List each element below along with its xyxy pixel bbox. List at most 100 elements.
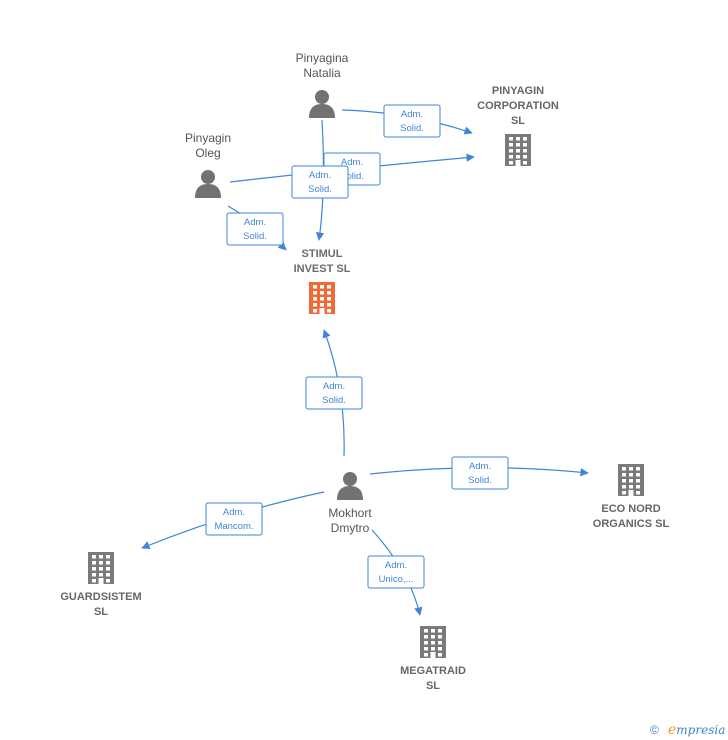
building-window bbox=[629, 467, 633, 471]
building-window bbox=[438, 641, 442, 645]
brand-name: mpresia bbox=[676, 723, 725, 737]
edge-label-mokhort-to-stimul[interactable]: Adm. Solid. bbox=[305, 376, 363, 410]
node-label: Pinyagina bbox=[296, 51, 349, 65]
node-megatraid[interactable]: MEGATRAID SL bbox=[400, 626, 466, 692]
node-label: GUARDSISTEM bbox=[60, 591, 141, 603]
node-label: SL bbox=[426, 680, 440, 692]
node-label: Pinyagin bbox=[185, 131, 231, 145]
building-door bbox=[98, 578, 104, 584]
building-window bbox=[431, 629, 435, 633]
building-window bbox=[424, 647, 428, 651]
building-window bbox=[92, 561, 96, 565]
edge-label-text: Adm. bbox=[401, 109, 423, 120]
building-window bbox=[424, 641, 428, 645]
building-window bbox=[320, 285, 324, 289]
building-window bbox=[636, 485, 640, 489]
edge-label-box bbox=[305, 376, 363, 410]
building-window bbox=[636, 491, 640, 495]
edge-label-box bbox=[226, 212, 284, 246]
edge-label-text: Solid. bbox=[340, 171, 364, 182]
building-window bbox=[629, 473, 633, 477]
node-eco_nord[interactable]: ECO NORD ORGANICS SL bbox=[593, 464, 670, 530]
node-label: SL bbox=[94, 606, 108, 618]
building-window bbox=[438, 653, 442, 657]
building-window bbox=[438, 635, 442, 639]
building-window bbox=[509, 143, 513, 147]
edge-label-text: Adm. bbox=[469, 461, 491, 472]
edge-label-natalia-to-pinyagin_corp[interactable]: Adm.Solid. bbox=[383, 104, 441, 138]
building-window bbox=[636, 479, 640, 483]
edge-label-text: Adm. bbox=[323, 381, 345, 392]
node-label: MEGATRAID bbox=[400, 665, 466, 677]
building-window bbox=[509, 149, 513, 153]
building-window bbox=[106, 567, 110, 571]
building-window bbox=[313, 291, 317, 295]
building-icon bbox=[88, 552, 114, 584]
edge-label-box bbox=[291, 165, 349, 199]
building-window bbox=[431, 635, 435, 639]
building-window bbox=[523, 149, 527, 153]
building-window bbox=[622, 479, 626, 483]
building-window bbox=[320, 291, 324, 295]
footer: © empresia bbox=[650, 722, 725, 738]
building-window bbox=[509, 137, 513, 141]
building-window bbox=[327, 297, 331, 301]
building-door bbox=[319, 308, 325, 314]
node-label: Mokhort bbox=[328, 506, 372, 520]
node-label: Natalia bbox=[303, 66, 341, 80]
building-door bbox=[430, 652, 436, 658]
building-window bbox=[523, 155, 527, 159]
building-door bbox=[515, 160, 521, 166]
edge-label-mokhort-to-guardsistem[interactable]: Adm.Mancom. bbox=[205, 502, 263, 536]
edge-label-box bbox=[205, 502, 263, 536]
building-window bbox=[622, 473, 626, 477]
building-window bbox=[516, 149, 520, 153]
edge-label-box bbox=[367, 555, 425, 589]
edge-label-text: Adm. bbox=[385, 560, 407, 571]
building-window bbox=[92, 579, 96, 583]
copyright-symbol: © bbox=[650, 723, 659, 737]
building-icon bbox=[618, 464, 644, 496]
building-window bbox=[313, 285, 317, 289]
building-window bbox=[431, 641, 435, 645]
node-label: ECO NORD bbox=[601, 503, 660, 515]
edge-label-box bbox=[451, 456, 509, 490]
building-window bbox=[313, 303, 317, 307]
edge-label-text: Adm. bbox=[341, 157, 363, 168]
edge-label-mokhort-to-eco_nord[interactable]: Adm. Solid. bbox=[451, 456, 509, 490]
building-window bbox=[99, 561, 103, 565]
building-window bbox=[327, 285, 331, 289]
node-label: INVEST SL bbox=[294, 263, 351, 275]
person-icon bbox=[337, 472, 363, 500]
node-guardsistem[interactable]: GUARDSISTEM SL bbox=[60, 552, 142, 618]
building-window bbox=[106, 573, 110, 577]
building-window bbox=[523, 137, 527, 141]
building-window bbox=[313, 309, 317, 313]
edge-label-text: Adm. bbox=[244, 217, 266, 228]
edge-label-text: Solid. bbox=[322, 395, 346, 406]
edge-label-text: Solid. bbox=[468, 475, 492, 486]
edge-label-natalia-to-stimul[interactable]: Adm.Solid. bbox=[291, 165, 349, 199]
edge-label-mokhort-to-megatraid[interactable]: Adm.Unico,... bbox=[367, 555, 425, 589]
edge-label-text: Solid. bbox=[243, 231, 267, 242]
node-label: PINYAGIN bbox=[492, 85, 544, 97]
building-window bbox=[327, 291, 331, 295]
building-window bbox=[106, 555, 110, 559]
building-icon bbox=[309, 282, 335, 314]
building-window bbox=[320, 303, 324, 307]
building-door bbox=[628, 490, 634, 496]
building-window bbox=[92, 567, 96, 571]
node-label: ORGANICS SL bbox=[593, 518, 670, 530]
building-window bbox=[92, 555, 96, 559]
building-window bbox=[424, 653, 428, 657]
edge-label-oleg-to-stimul[interactable]: Adm. Solid. bbox=[226, 212, 284, 246]
brand-logo[interactable]: empresia bbox=[668, 722, 725, 738]
building-window bbox=[438, 647, 442, 651]
building-icon bbox=[505, 134, 531, 166]
building-window bbox=[424, 629, 428, 633]
